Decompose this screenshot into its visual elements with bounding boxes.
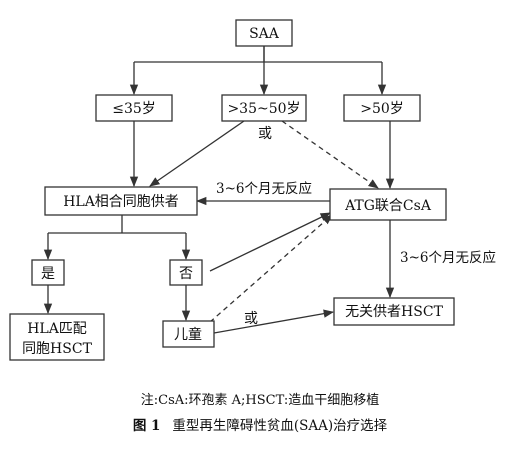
edge-child-to-unrelated — [213, 309, 335, 334]
node-age-gt50: >50岁 — [343, 94, 421, 122]
node-unrelated-hsct-label: 无关供者HSCT — [345, 304, 444, 320]
footnote: 注:CsA:环孢素 A;HSCT:造血干细胞移植 — [140, 393, 380, 408]
edge-child-to-atg — [209, 214, 333, 323]
node-child-label: 儿童 — [174, 326, 202, 343]
label-no-response-right: 3~6个月无反应 — [400, 249, 496, 266]
node-atg-csa: ATG联合CsA — [329, 188, 447, 221]
node-no-label: 否 — [179, 266, 193, 282]
node-saa-label: SAA — [249, 26, 280, 42]
node-age-le35-label: ≤35岁 — [112, 101, 156, 117]
edge-no-to-atg — [209, 212, 331, 272]
edge-3550-to-hla — [149, 120, 245, 187]
label-or-bottom: 或 — [244, 311, 258, 327]
label-or-top: 或 — [258, 126, 272, 142]
node-yes: 是 — [31, 259, 65, 286]
node-hla-hsct-line2: 同胞HSCT — [22, 341, 93, 357]
node-no: 否 — [169, 259, 203, 286]
node-atg-csa-label: ATG联合CsA — [344, 198, 432, 214]
node-age-le35: ≤35岁 — [95, 94, 173, 122]
figure-caption-text: 重型再生障碍性贫血(SAA)治疗选择 — [172, 418, 388, 434]
edge-3550-to-atg — [281, 120, 379, 189]
node-yes-label: 是 — [41, 266, 55, 282]
node-age-35-50: >35~50岁 — [221, 94, 307, 122]
node-age-gt50-label: >50岁 — [360, 101, 404, 117]
node-hla-hsct: HLA匹配 同胞HSCT — [9, 313, 105, 361]
node-age-35-50-label: >35~50岁 — [227, 101, 300, 117]
figure-label: 图 1 — [132, 418, 161, 434]
node-hla-donor: HLA相合同胞供者 — [44, 186, 198, 216]
node-hla-donor-label: HLA相合同胞供者 — [63, 194, 179, 210]
flowchart-canvas: 或 3~6个月无反应 3~6个月无反应 或 SAA ≤35岁 >35~50岁 >… — [9, 19, 496, 361]
node-child: 儿童 — [162, 320, 215, 348]
node-saa: SAA — [235, 19, 293, 47]
figure-caption: 图 1 重型再生障碍性贫血(SAA)治疗选择 — [0, 414, 520, 434]
label-no-response-left: 3~6个月无反应 — [216, 180, 312, 197]
node-hla-hsct-line1: HLA匹配 — [27, 321, 87, 337]
edges — [43, 46, 395, 334]
node-unrelated-hsct: 无关供者HSCT — [333, 297, 455, 326]
